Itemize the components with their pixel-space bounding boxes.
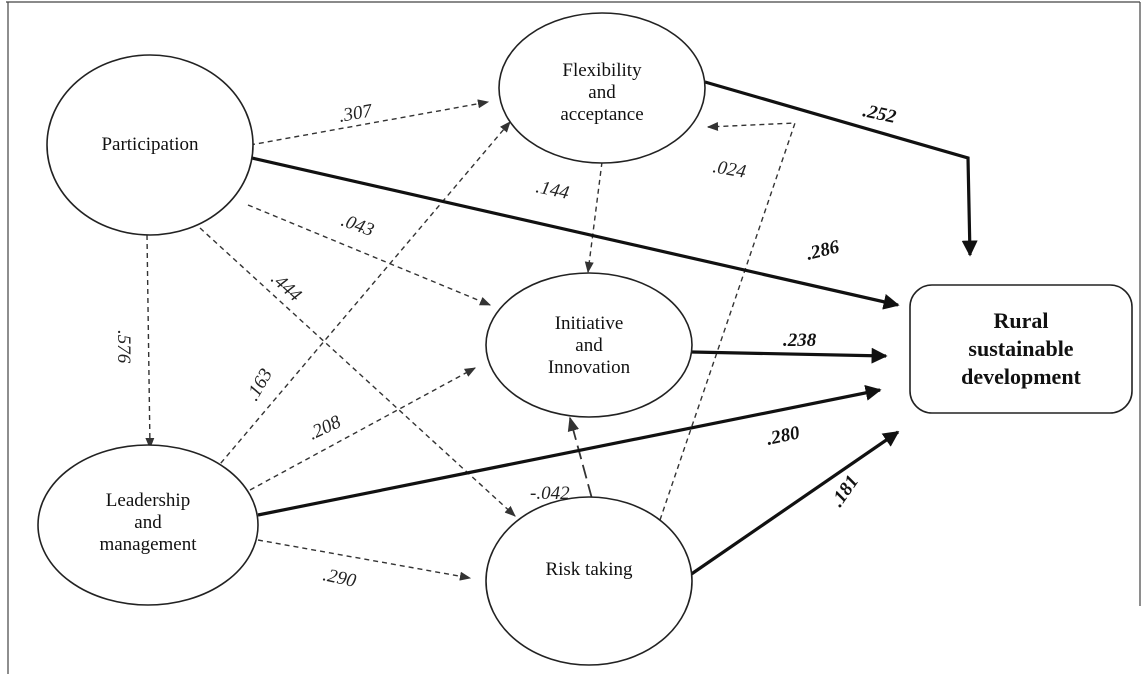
path-participation-leadership [145,234,155,450]
path-participation-flexibility [249,99,490,146]
coef-flexibility-rural: .252 [861,100,898,128]
coef-leadership-flexibility: .163 [242,365,277,404]
path-participation-rural [251,156,900,310]
path-initiative-rural [691,347,888,364]
coef-participation-initiative: .043 [338,210,376,241]
node-initiative: Initiative and Innovation [485,272,693,418]
node-initiative-label-line2: and [575,335,603,356]
coef-participation-risk: .444 [267,268,306,306]
node-leadership-label-line2: and [134,512,162,533]
path-risk-flexibility [659,122,796,521]
node-risk: Risk taking [485,496,693,666]
coef-leadership-initiative: .208 [305,411,344,444]
path-leadership-rural [257,384,882,517]
node-participation: Participation [46,54,254,236]
coef-participation-rural: .286 [804,236,842,265]
path-flexibility-rural [704,80,978,257]
coef-flexibility-initiative: .144 [534,176,571,204]
node-initiative-label-line1: Initiative [555,313,624,334]
node-leadership: Leadership and management [37,444,259,606]
node-flexibility-label-line1: Flexibility [562,60,642,81]
path-participation-risk [199,227,516,517]
node-risk-label: Risk taking [545,559,633,580]
coef-participation-leadership: .576 [113,330,134,364]
coef-leadership-rural: .280 [765,422,802,450]
node-flexibility-label-line3: acceptance [560,104,643,125]
path-flexibility-initiative [584,161,603,274]
node-rural-label-line3: development [961,364,1081,389]
coef-risk-initiative: -.042 [530,483,570,504]
node-initiative-label-line3: Innovation [548,357,631,378]
coef-risk-flexibility: .024 [711,156,748,183]
node-flexibility-label-line2: and [588,82,616,103]
node-leadership-label-line1: Leadership [106,490,190,511]
path-leadership-initiative [249,367,476,491]
coef-leadership-risk: .290 [321,564,358,592]
coef-initiative-rural: .238 [783,330,817,351]
node-participation-label: Participation [101,134,199,155]
path-leadership-risk [257,539,472,581]
node-rural-label-line2: sustainable [968,336,1073,361]
node-flexibility: Flexibility and acceptance [498,12,706,164]
node-rural-label-line1: Rural [994,308,1049,333]
path-risk-initiative [567,416,598,518]
node-leadership-label-line3: management [99,534,197,555]
node-rural-sustainable-development: Rural sustainable development [909,284,1133,414]
path-participation-initiative [247,204,492,306]
path-risk-rural [689,430,900,577]
path-leadership-flexibility [214,121,511,471]
